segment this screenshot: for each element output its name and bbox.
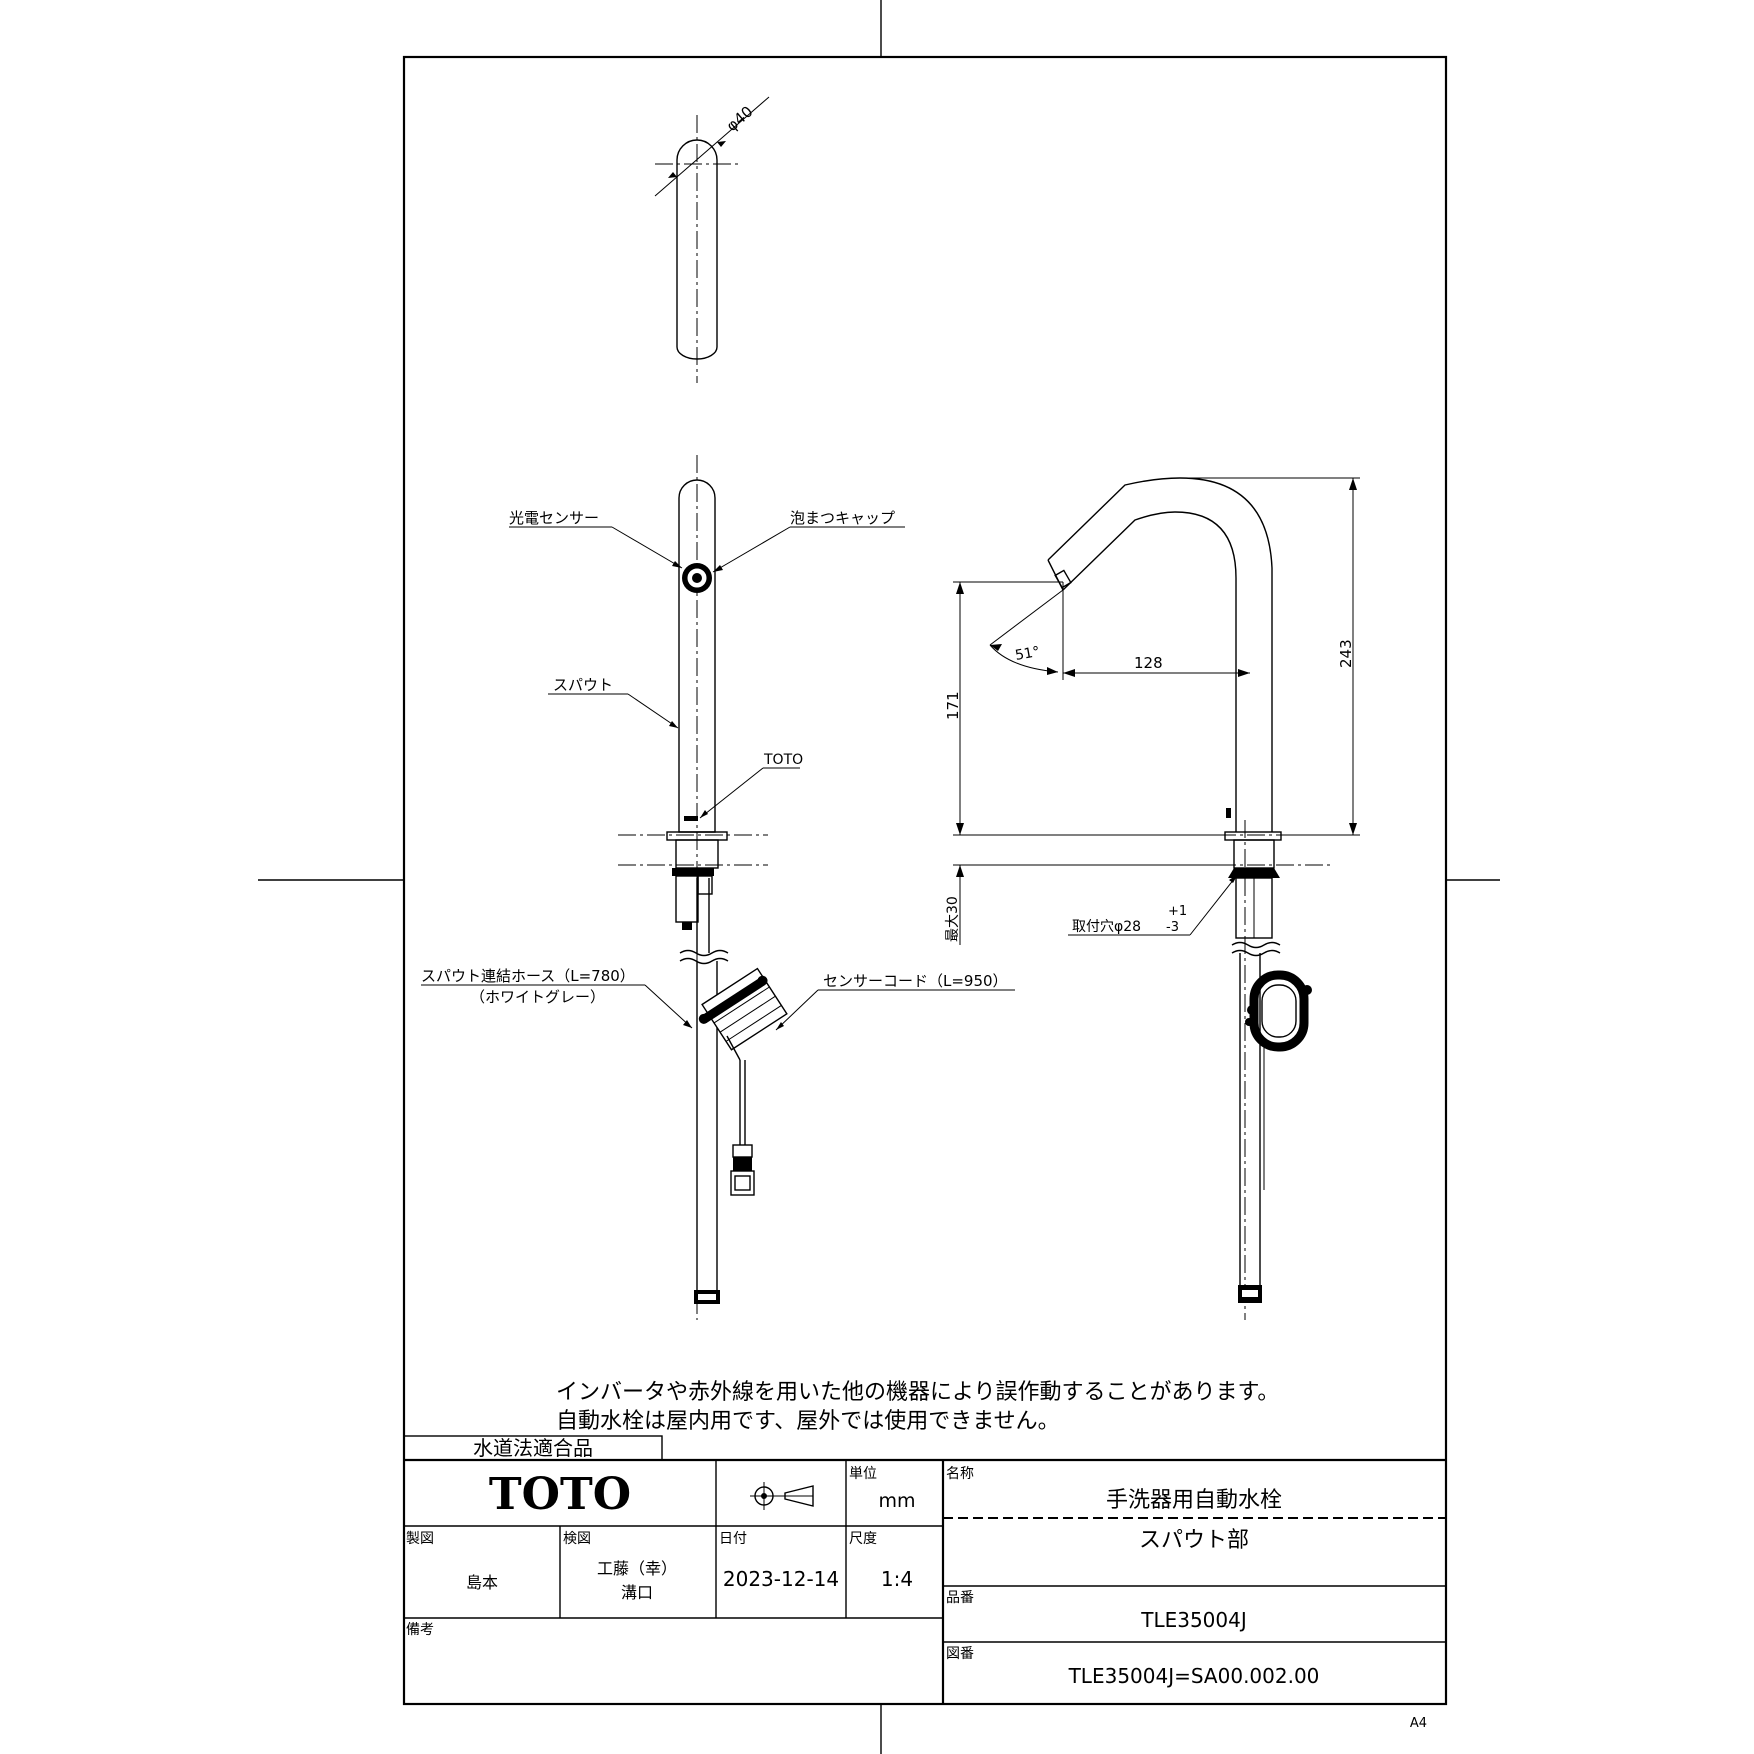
top-view <box>654 96 770 383</box>
front-view-callouts <box>421 526 1015 1031</box>
title-block-lines <box>403 1435 1446 1704</box>
part-number-value: TLE35004J <box>1140 1608 1247 1632</box>
drawn-label: 製図 <box>406 1531 434 1547</box>
remarks-label: 備考 <box>406 1622 434 1638</box>
dim-angle: 51° <box>1014 644 1041 664</box>
checked-value-2: 溝口 <box>621 1583 653 1602</box>
projection-symbol-icon <box>750 1482 814 1510</box>
product-subname: スパウト部 <box>1139 1528 1249 1553</box>
toto-logo: TOTO <box>489 1469 631 1520</box>
front-view <box>618 455 788 1320</box>
date-value: 2023-12-14 <box>723 1567 839 1591</box>
sensor-cord-callout-label: センサーコード（L=950） <box>823 972 1008 990</box>
unit-label: 単位 <box>849 1466 877 1482</box>
certification-label: 水道法適合品 <box>473 1436 593 1460</box>
dim-reach: 128 <box>1134 654 1163 672</box>
drawing-number-label: 図番 <box>946 1646 974 1662</box>
dim-hole-tol-minus: -3 <box>1166 920 1179 935</box>
scale-label: 尺度 <box>849 1531 877 1547</box>
hose-callout-label: スパウト連結ホース（L=780） <box>421 967 635 985</box>
dim-hole-tol-plus: +1 <box>1168 904 1187 919</box>
scale-value: 1:4 <box>881 1567 913 1591</box>
note-line-2: 自動水栓は屋内用です、屋外では使用できません。 <box>556 1409 1060 1434</box>
spout-callout-label: スパウト <box>553 676 613 694</box>
dim-height-outlet: 171 <box>944 691 962 720</box>
note-line-1: インバータや赤外線を用いた他の機器により誤作動することがあります。 <box>556 1380 1279 1405</box>
cap-callout-label: 泡まつキャップ <box>790 509 895 527</box>
brand-mark-callout-label: TOTO <box>763 752 803 768</box>
dim-height-total: 243 <box>1337 639 1355 668</box>
part-number-label: 品番 <box>946 1590 974 1606</box>
side-view-dimensions <box>953 477 1360 945</box>
sheet-size-label: A4 <box>1410 1716 1427 1731</box>
side-view <box>1047 477 1330 1320</box>
drawing-frame <box>258 0 1500 1754</box>
drawing-number-value: TLE35004J=SA00.002.00 <box>1068 1664 1320 1688</box>
sensor-callout-label: 光電センサー <box>509 509 599 527</box>
dim-hole: 取付穴φ28 <box>1072 919 1141 935</box>
date-label: 日付 <box>719 1531 747 1547</box>
product-name: 手洗器用自動水栓 <box>1106 1488 1282 1513</box>
unit-value: mm <box>878 1490 915 1512</box>
checked-label: 検図 <box>563 1531 591 1547</box>
hose-color-label: （ホワイトグレー） <box>470 988 605 1006</box>
checked-value-1: 工藤（幸） <box>597 1559 677 1578</box>
dim-max-thickness: 最大30 <box>945 896 961 942</box>
diameter-top-label: φ40 <box>723 102 757 135</box>
drawn-value: 島本 <box>466 1573 498 1592</box>
name-label: 名称 <box>946 1466 974 1482</box>
